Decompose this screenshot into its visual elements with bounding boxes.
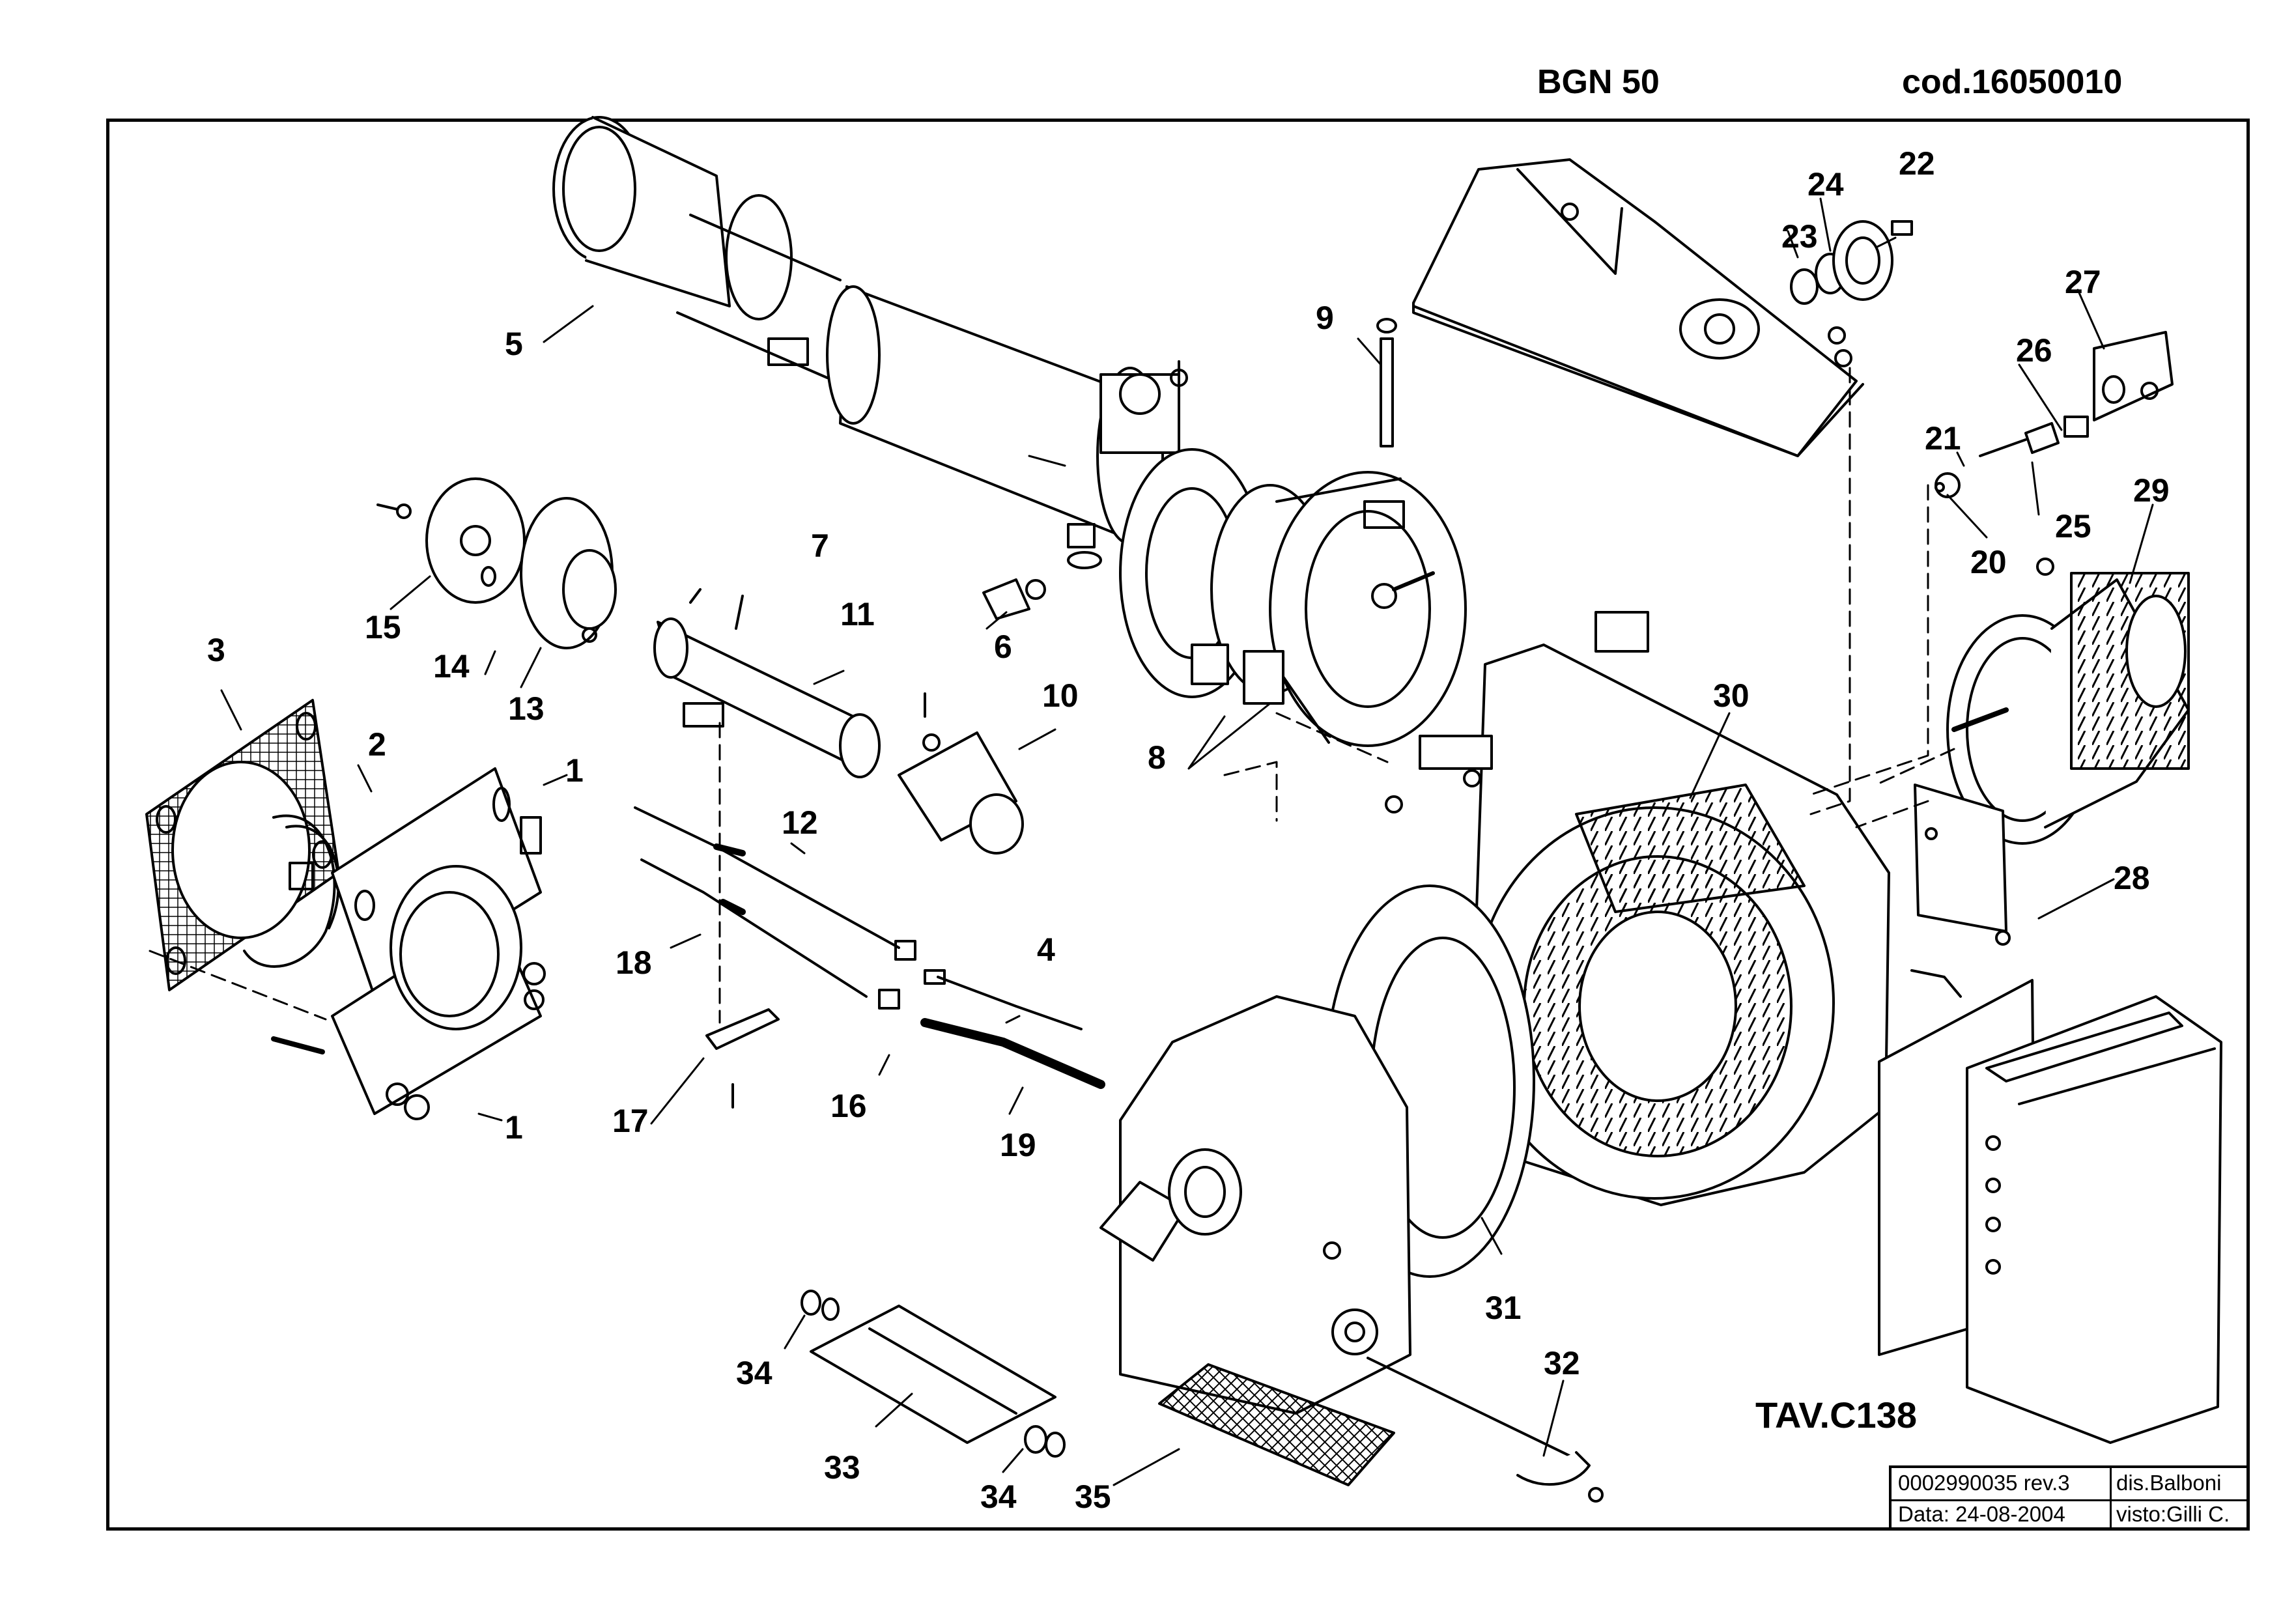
part-17-bracket: [705, 1008, 780, 1109]
part-13-swirler: [520, 497, 617, 649]
part-code: cod.16050010: [1902, 63, 2123, 101]
callout-8: 8: [1148, 739, 1166, 776]
callout-2: 2: [368, 726, 386, 763]
drawing-number: 0002990035 rev.3: [1898, 1471, 2070, 1495]
part-11-tube: [653, 588, 881, 778]
parts-22-24-seals: [1790, 220, 1913, 367]
callout-34a: 34: [736, 1355, 772, 1391]
callout-13: 13: [508, 690, 545, 727]
part-15-disk: [376, 477, 526, 604]
callout-6: 6: [994, 629, 1012, 665]
callout-28: 28: [2114, 860, 2150, 896]
checked-by: visto:Gilli C.: [2116, 1502, 2230, 1526]
title-block: 0002990035 rev.3 dis.Balboni Data: 24-08…: [1889, 1465, 2250, 1531]
callout-25: 25: [2055, 508, 2091, 544]
control-box: [1878, 979, 2222, 1444]
callout-19: 19: [1000, 1127, 1036, 1163]
callout-7: 7: [811, 528, 829, 564]
part-34-washers: [801, 1290, 1066, 1458]
callout-31: 31: [1485, 1290, 1522, 1326]
part-29-motor: [1946, 558, 2190, 845]
callout-21: 21: [1925, 420, 1961, 457]
callout-17: 17: [612, 1103, 649, 1139]
callout-30: 30: [1713, 677, 1750, 714]
title-block-row: Data: 24-08-2004 visto:Gilli C.: [1892, 1499, 2250, 1531]
part-12-18-cables: [634, 806, 916, 1010]
part-8-head: [1119, 448, 1467, 747]
part-9-pin: [1376, 318, 1397, 447]
callout-20: 20: [1970, 544, 2007, 580]
callout-34b: 34: [980, 1478, 1017, 1515]
front-air-housing: [1099, 995, 1411, 1415]
part-2-ring: [243, 814, 340, 968]
callout-27: 27: [2065, 264, 2101, 300]
callout-24: 24: [1807, 166, 1844, 203]
callout-18: 18: [616, 944, 652, 981]
callout-labels: 1 1 2 3 4 5 6 7 8 9 10 11 12 13 14 15 16…: [207, 145, 2170, 1515]
callout-26: 26: [2016, 332, 2052, 369]
callout-33: 33: [824, 1449, 860, 1486]
drawing-date: Data: 24-08-2004: [1898, 1502, 2065, 1526]
cover: [1412, 158, 1864, 457]
callout-10: 10: [1042, 677, 1079, 714]
callout-5: 5: [505, 326, 523, 362]
callout-9: 9: [1316, 300, 1334, 336]
part-32-rod: [1367, 1357, 1604, 1503]
callout-12: 12: [782, 804, 818, 841]
part-30-fan-housing: [1385, 611, 1890, 1206]
callout-11: 11: [840, 596, 875, 632]
callout-15: 15: [365, 609, 401, 645]
part-33-plate: [810, 1305, 1056, 1444]
model-name: BGN 50: [1537, 63, 1660, 101]
part-1-flange: [271, 767, 546, 1120]
callout-32: 32: [1544, 1345, 1580, 1381]
part-14-washer: [481, 566, 496, 587]
part-5-blast-tube: [552, 116, 842, 379]
drawn-by: dis.Balboni: [2116, 1471, 2222, 1495]
drawing-frame: [106, 119, 2250, 1531]
part-27-box: [2093, 331, 2174, 421]
callout-29: 29: [2133, 472, 2170, 509]
part-4-19-leads: [920, 969, 1105, 1089]
callout-1b: 1: [505, 1109, 523, 1146]
callout-3: 3: [207, 632, 225, 668]
sheet-reference: TAV.C138: [1755, 1394, 1917, 1435]
callout-23: 23: [1781, 218, 1818, 255]
callout-4: 4: [1037, 931, 1055, 968]
callout-22: 22: [1899, 145, 1935, 182]
part-10-elbow: [898, 692, 1024, 855]
part-6-bolt: [982, 578, 1046, 620]
callout-16: 16: [830, 1088, 867, 1124]
callout-14: 14: [433, 648, 470, 685]
callout-1a: 1: [565, 752, 584, 789]
callout-35: 35: [1075, 1478, 1111, 1515]
title-block-row: 0002990035 rev.3 dis.Balboni: [1892, 1468, 2250, 1501]
part-28-capacitor: [1910, 784, 2011, 998]
part-7-tube: [826, 285, 1188, 569]
parts-20-26-fittings: [1935, 416, 2089, 498]
part-35-mesh: [1158, 1363, 1395, 1486]
part-3-gasket-plate: [145, 699, 340, 991]
